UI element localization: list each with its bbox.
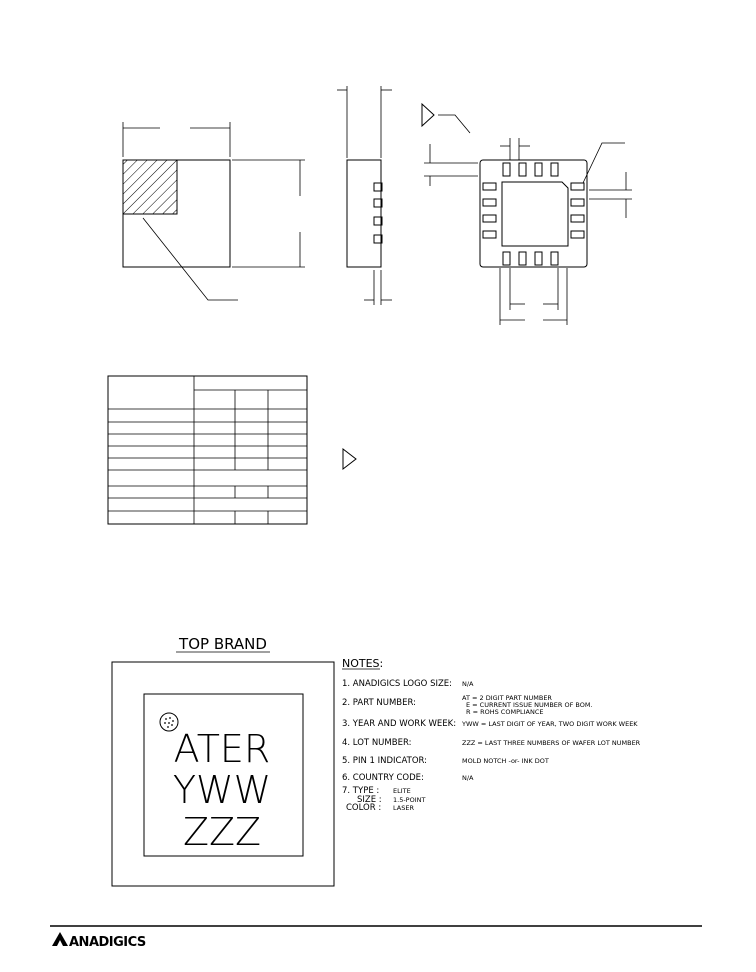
exposed-pad	[501, 181, 569, 247]
note-1-value: N/A	[462, 680, 474, 688]
note-7-size-label: SIZE :	[357, 795, 382, 805]
anadigics-logo-text: ANADIGICS	[69, 935, 146, 950]
note-7-color-value: LASER	[393, 804, 414, 812]
notes: NOTES: 1. ANADIGICS LOGO SIZE: N/A 2. PA…	[342, 657, 641, 813]
footer: ANADIGICS	[50, 925, 702, 950]
datum-flag-icon	[421, 102, 435, 128]
brand-package-outline	[111, 661, 335, 887]
note-7-type-label: 7. TYPE :	[342, 786, 379, 796]
side-outline	[346, 159, 382, 268]
bottom-pads-top	[502, 162, 559, 177]
note-6-label: 6. COUNTRY CODE:	[342, 773, 424, 783]
dimension-table	[107, 375, 308, 525]
note-flag-icon	[342, 447, 357, 471]
note-3-label: 3. YEAR AND WORK WEEK:	[342, 719, 456, 729]
note-7-color-label: COLOR :	[346, 803, 381, 813]
package-top-view	[122, 122, 305, 301]
side-lead-2	[373, 198, 383, 208]
side-lead-4	[373, 234, 383, 244]
brand-line-1: ATER	[174, 727, 271, 771]
anadigics-logo-icon	[52, 932, 68, 946]
side-lead-1	[373, 182, 383, 192]
top-brand: TOP BRAND ATER YWW ZZZ	[111, 635, 335, 887]
note-2-value-3: R = ROHS COMPLIANCE	[466, 708, 543, 716]
package-side-view	[337, 86, 392, 305]
note-4-label: 4. LOT NUMBER:	[342, 738, 411, 748]
brand-marking-area	[143, 693, 304, 857]
note-4-value: ZZZ = LAST THREE NUMBERS OF WAFER LOT NU…	[462, 739, 641, 747]
table-outline	[107, 375, 308, 525]
datum-leader	[438, 114, 471, 134]
note-2-label: 2. PART NUMBER:	[342, 698, 416, 708]
brand-line-3: ZZZ	[183, 810, 261, 854]
note-2-value-1: AT = 2 DIGIT PART NUMBER	[462, 694, 552, 702]
side-lead-3	[373, 216, 383, 226]
package-bottom-view	[421, 102, 632, 325]
note-1-label: 1. ANADIGICS LOGO SIZE:	[342, 679, 452, 689]
pin1-hatch-area	[122, 159, 178, 215]
top-brand-title: TOP BRAND	[178, 635, 267, 653]
notes-title: NOTES:	[342, 657, 383, 670]
bottom-pads-right	[570, 182, 585, 239]
note-2-value-2: E = CURRENT ISSUE NUMBER OF BOM.	[466, 701, 593, 709]
note-7-size-value: 1.5-POINT	[393, 796, 425, 804]
bottom-pads-left	[482, 182, 497, 239]
note-7-type-value: ELITE	[393, 787, 411, 795]
bottom-pads-bottom	[502, 251, 559, 266]
pin1-leader	[142, 217, 238, 301]
note-5-label: 5. PIN 1 INDICATOR:	[342, 756, 427, 766]
corner-leader	[582, 142, 625, 184]
brand-line-2: YWW	[173, 768, 271, 812]
bottom-outline	[479, 159, 588, 268]
note-5-value: MOLD NOTCH -or- INK DOT	[462, 757, 549, 765]
note-3-value: YWW = LAST DIGIT OF YEAR, TWO DIGIT WORK…	[461, 720, 638, 728]
note-6-value: N/A	[462, 774, 474, 782]
pin1-dot-icon	[159, 712, 179, 732]
